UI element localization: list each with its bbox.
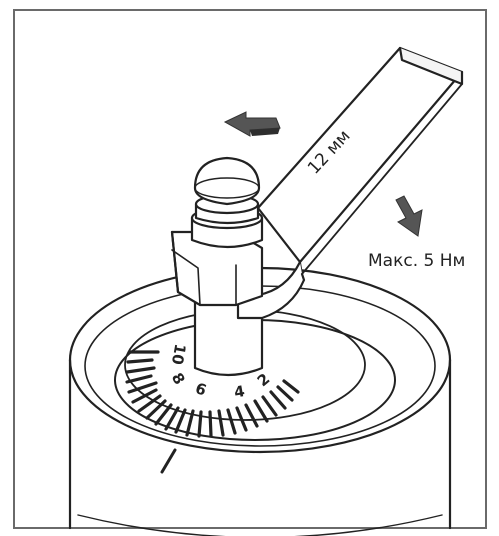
dial-number-4: 4 [233,382,246,402]
nut-and-bolt [170,156,264,307]
max-torque-label: Макс. 5 Нм [368,251,465,271]
arrow-down-right-icon [395,195,423,237]
torque-dial-scale [125,350,300,438]
dial-number-10: 10 [168,342,189,366]
arrow-left-icon [223,111,281,137]
